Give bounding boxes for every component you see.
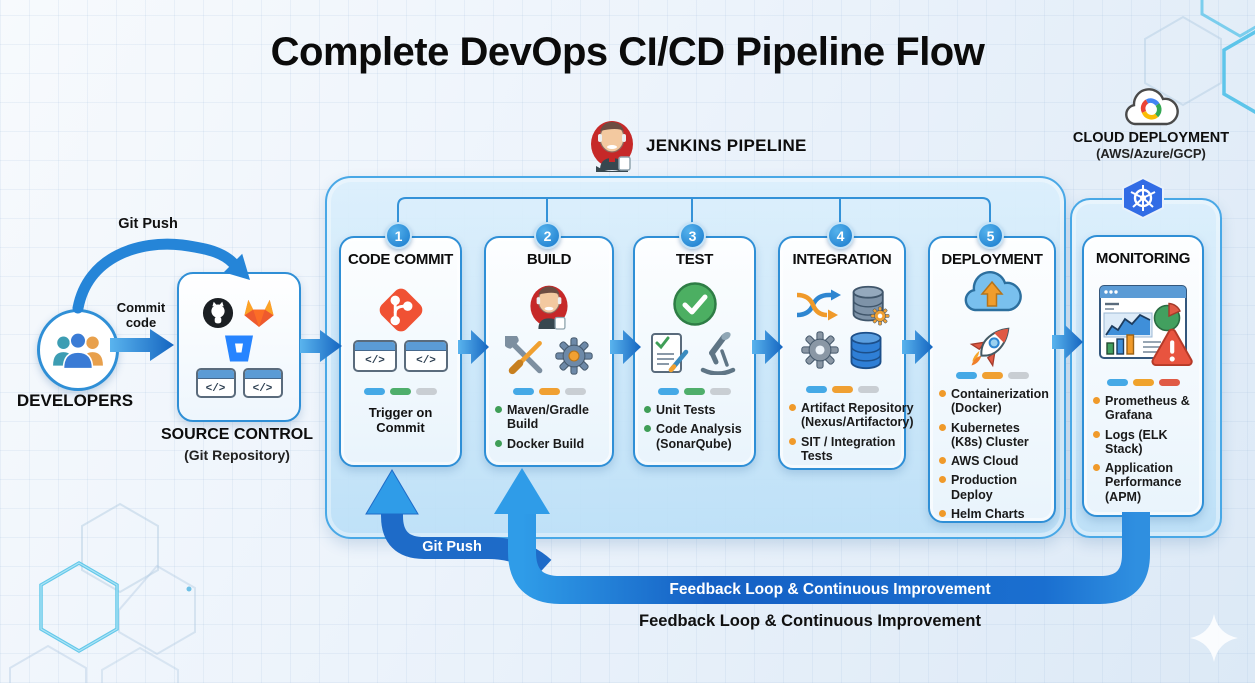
gear-icon bbox=[800, 331, 839, 369]
stage-bullets: Unit Tests Code Analysis (SonarQube) bbox=[635, 403, 754, 456]
jenkins-pipeline-header: JENKINS PIPELINE bbox=[586, 114, 807, 174]
stage-badge-4: 4 bbox=[827, 222, 854, 249]
commit-code-arrow bbox=[110, 329, 174, 361]
stage-title: CODE COMMIT bbox=[347, 251, 454, 268]
google-cloud-icon bbox=[1125, 88, 1179, 126]
stage-title: MONITORING bbox=[1095, 250, 1191, 267]
database-gear-icon bbox=[852, 285, 889, 326]
feedback-band-label: Feedback Loop & Continuous Improvement bbox=[669, 581, 991, 598]
gitlab-icon bbox=[243, 299, 274, 328]
stage-title: DEPLOYMENT bbox=[941, 251, 1043, 268]
stage-badge-1: 1 bbox=[385, 222, 412, 249]
feedback-caption: Feedback Loop & Continuous Improvement bbox=[639, 612, 981, 630]
code-window-icon: </> bbox=[353, 340, 397, 372]
stage-bullets: Artifact Repository (Nexus/Artifactory) … bbox=[780, 401, 914, 468]
jenkins-icon bbox=[591, 121, 633, 172]
gear-icon bbox=[554, 337, 593, 375]
stage-badge-2: 2 bbox=[534, 222, 561, 249]
stage-title: INTEGRATION bbox=[792, 251, 892, 268]
kubernetes-icon bbox=[1120, 176, 1166, 224]
build-tools-icon bbox=[504, 336, 542, 375]
stage-progress-pills bbox=[1106, 379, 1180, 386]
jenkins-pipeline-label: JENKINS PIPELINE bbox=[646, 136, 807, 155]
source-control-title: SOURCE CONTROL bbox=[161, 426, 313, 443]
stage-card-integration: INTEGRATION bbox=[778, 236, 914, 470]
stage-badge-3: 3 bbox=[679, 222, 706, 249]
stage-bullets: Maven/Gradle Build Docker Build bbox=[486, 403, 612, 456]
warning-icon bbox=[1151, 328, 1193, 366]
stage-card-code-commit: CODE COMMIT </> </> Trigg bbox=[339, 236, 462, 467]
cloud-upload-icon bbox=[964, 271, 1022, 312]
git-push-top-label: Git Push bbox=[118, 216, 178, 232]
integration-shuffle-icon bbox=[796, 289, 841, 321]
code-window-icon: </> bbox=[195, 368, 236, 398]
stage-note: Trigger on Commit bbox=[368, 405, 433, 435]
test-pass-icon bbox=[672, 282, 717, 326]
stage-card-build: BUILD bbox=[484, 236, 614, 467]
commit-code-label: Commit code bbox=[116, 300, 166, 330]
stage-card-deployment: DEPLOYMENT Containeri bbox=[928, 236, 1056, 523]
cloud-deployment-header: CLOUD DEPLOYMENT (AWS/Azure/GCP) bbox=[1072, 86, 1230, 161]
developers-node bbox=[37, 309, 119, 391]
stage-progress-pills bbox=[658, 388, 731, 395]
stage-bullets: Prometheus & Grafana Logs (ELK Stack) Ap… bbox=[1084, 394, 1202, 509]
cloud-deployment-title: CLOUD DEPLOYMENT bbox=[1072, 130, 1230, 146]
database-icon bbox=[850, 331, 881, 370]
stage-card-monitoring: MONITORING bbox=[1082, 235, 1204, 517]
code-window-icon: </> bbox=[404, 340, 448, 372]
rocket-icon bbox=[969, 327, 1010, 368]
stage-progress-pills bbox=[955, 372, 1029, 379]
jenkins-icon bbox=[530, 285, 568, 330]
stage-title: BUILD bbox=[526, 251, 572, 268]
github-icon bbox=[202, 297, 233, 328]
sparkle-icon bbox=[1190, 614, 1238, 662]
developers-label: DEVELOPERS bbox=[16, 391, 134, 410]
microscope-icon bbox=[700, 331, 736, 375]
git-commit-icon bbox=[379, 288, 422, 332]
stage-badge-5: 5 bbox=[977, 222, 1004, 249]
checklist-icon bbox=[651, 333, 689, 373]
code-window-icon: </> bbox=[242, 368, 283, 398]
git-push-bottom-label: Git Push bbox=[422, 539, 482, 555]
stage-card-test: TEST bbox=[633, 236, 756, 467]
source-control-node: </> </> bbox=[177, 272, 301, 422]
stage-progress-pills bbox=[512, 388, 586, 395]
stage-progress-pills bbox=[805, 386, 879, 393]
stage-title: TEST bbox=[675, 251, 714, 268]
bitbucket-icon bbox=[225, 335, 253, 362]
developers-icon bbox=[53, 332, 103, 370]
cloud-deployment-subtitle: (AWS/Azure/GCP) bbox=[1096, 146, 1206, 161]
stage-bullets: Containerization (Docker) Kubernetes (K8… bbox=[930, 387, 1054, 526]
source-control-subtitle: (Git Repository) bbox=[184, 447, 290, 463]
page-title: Complete DevOps CI/CD Pipeline Flow bbox=[270, 30, 985, 74]
stage-progress-pills bbox=[364, 388, 437, 395]
